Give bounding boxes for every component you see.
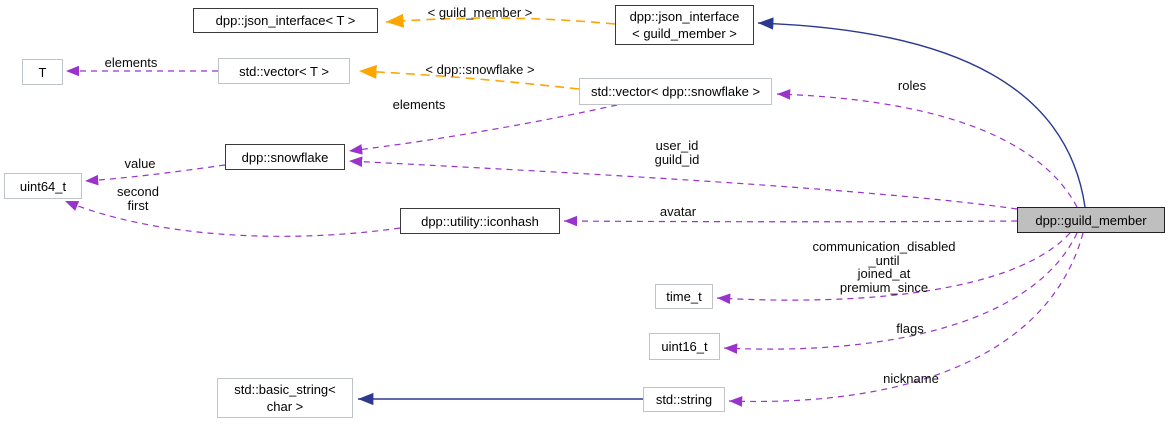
node-json-interface-guild-member[interactable]: dpp::json_interface < guild_member > (615, 5, 754, 45)
node-vector-snowflake: std::vector< dpp::snowflake > (579, 78, 772, 105)
node-label-line1: dpp::json_interface (629, 9, 740, 24)
node-t: T (22, 59, 63, 85)
node-std-string: std::string (643, 387, 725, 412)
edge-label-until: _until (868, 252, 900, 268)
edge-label-roles: roles (897, 78, 927, 93)
node-label: dpp::guild_member (1035, 212, 1147, 228)
node-label: uint16_t (661, 339, 708, 354)
node-label-line2: < guild_member > (632, 26, 737, 41)
edge-label-elements-t: elements (104, 55, 158, 70)
node-label: dpp::json_interface< T > (215, 13, 356, 28)
node-guild-member: dpp::guild_member (1017, 207, 1165, 233)
edge-template-json-interface (385, 13, 616, 28)
node-vector-t: std::vector< T > (218, 58, 350, 84)
edge-user-id-guild-id (348, 156, 1018, 210)
edge-label-joined-at: joined_at (857, 266, 911, 282)
node-snowflake[interactable]: dpp::snowflake (225, 144, 345, 170)
edge-label-avatar: avatar (659, 204, 697, 219)
node-label: dpp::snowflake (241, 149, 329, 165)
edge-label-user-guild-id: user_id guild_id (655, 139, 700, 166)
node-label-line1: std::basic_string< (234, 382, 336, 397)
node-label: std::vector< dpp::snowflake > (590, 84, 761, 99)
edge-avatar (563, 215, 1018, 227)
node-label: uint64_t (19, 178, 67, 194)
node-label: std::vector< T > (239, 63, 329, 79)
edge-second-first (64, 200, 401, 237)
edge-label-second: second (117, 184, 159, 199)
edge-label-second-first: second first (117, 185, 159, 212)
node-iconhash[interactable]: dpp::utility::iconhash (400, 208, 560, 234)
node-label: std::string (655, 392, 713, 407)
edge-label-flags: flags (896, 321, 924, 336)
node-json-interface-t[interactable]: dpp::json_interface< T > (193, 8, 378, 33)
edge-label-guild-id: guild_id (654, 151, 700, 167)
node-label: time_t (666, 289, 702, 304)
edge-value (84, 164, 226, 186)
edge-label-first: first (127, 197, 149, 213)
edge-flags (723, 232, 1078, 354)
edge-label-user-id: user_id (655, 138, 699, 153)
node-label-line2: char > (266, 399, 304, 414)
node-uint64-t: uint64_t (4, 173, 82, 199)
edge-label-value: value (124, 156, 156, 171)
edge-label-premium-since: premium_since (839, 279, 929, 295)
node-basic-string: std::basic_string< char > (217, 378, 353, 418)
edge-label-template-guild-member: < guild_member > (427, 5, 533, 20)
node-time-t: time_t (655, 284, 713, 309)
edge-label-times: communication_disabled _until joined_at … (812, 240, 955, 294)
edge-inherit-guild-member-json-interface (757, 17, 1086, 208)
node-label: T (38, 64, 47, 80)
edge-template-vector (358, 64, 580, 90)
edge-times (716, 232, 1071, 305)
edge-elements-snowflake (348, 104, 618, 155)
edge-label-nickname: nickname (883, 371, 939, 386)
edge-label-template-snowflake: < dpp::snowflake > (425, 62, 535, 77)
edge-label-communication-disabled: communication_disabled (812, 239, 956, 254)
node-label: dpp::utility::iconhash (421, 213, 539, 229)
edge-roles (776, 89, 1078, 208)
edge-label-elements-snowflake: elements (392, 97, 446, 112)
node-uint16-t: uint16_t (649, 333, 720, 360)
